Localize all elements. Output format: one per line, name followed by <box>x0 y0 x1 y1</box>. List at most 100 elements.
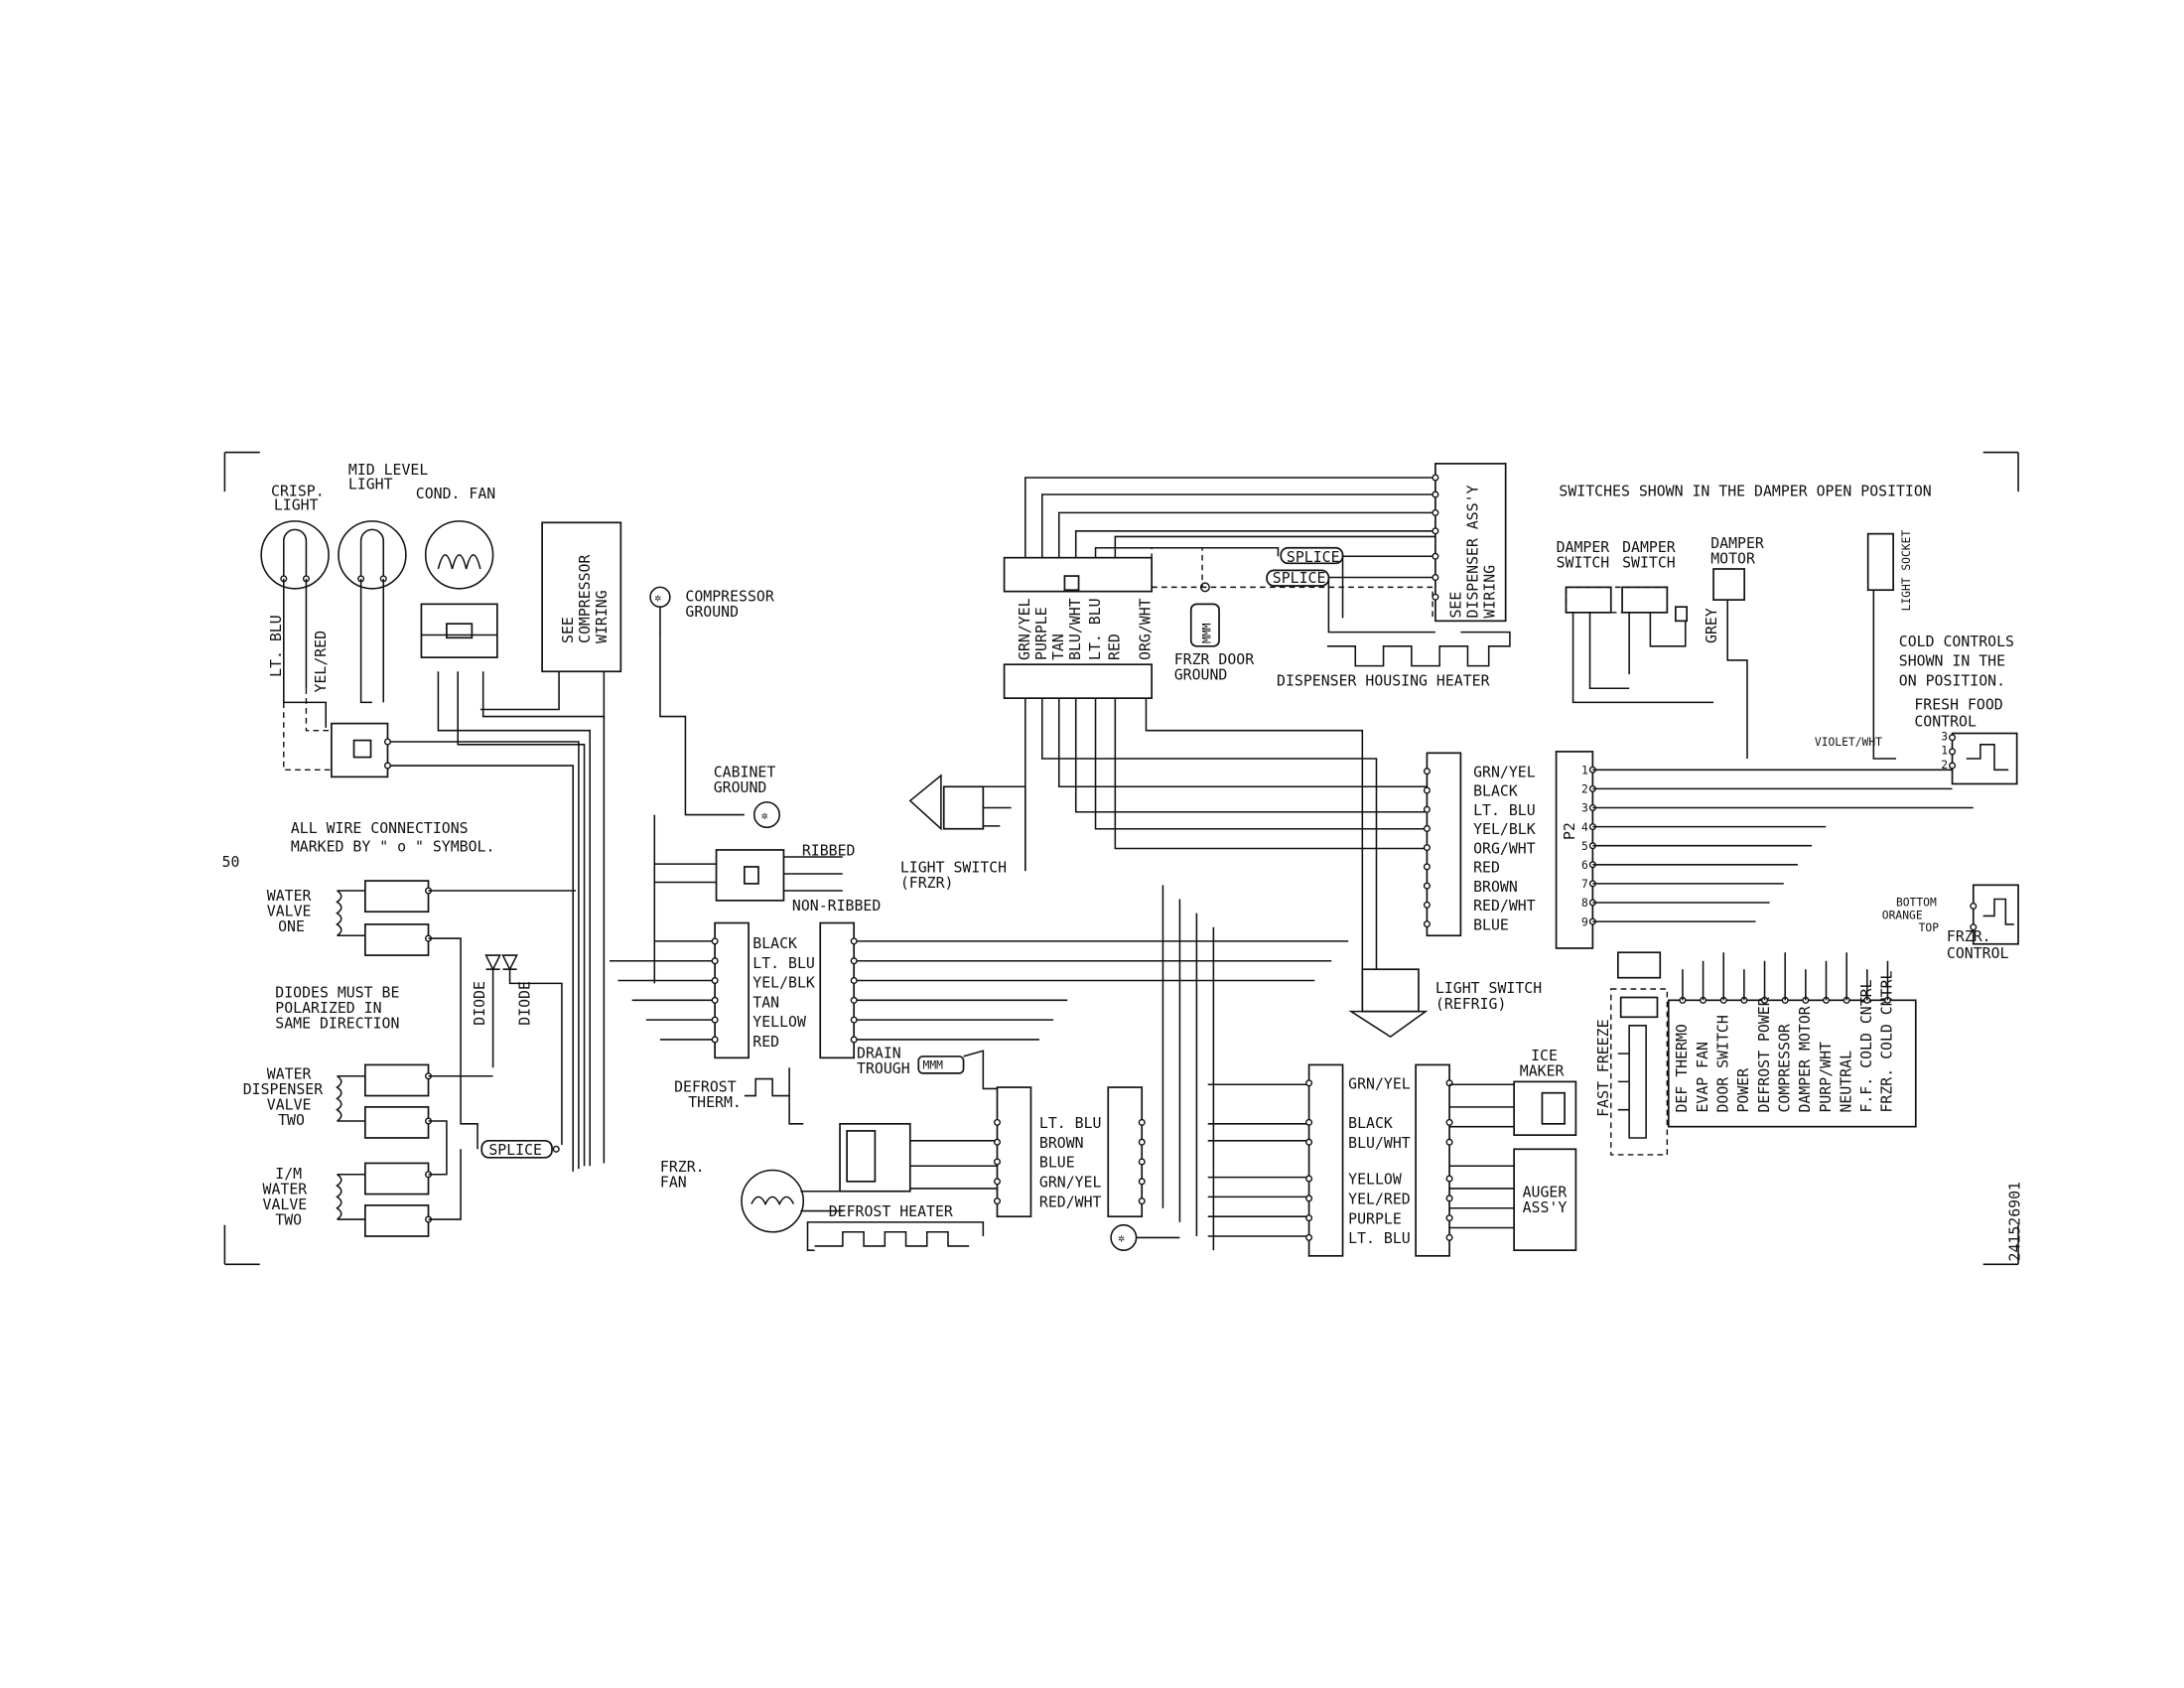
bottom-label: BOTTOM <box>1896 897 1937 910</box>
light-switch-frzr-label-2: (FRZR) <box>900 874 954 892</box>
fresh-food-control-label: FRESH FOOD <box>1914 695 2002 713</box>
top-label: TOP <box>1919 921 1940 934</box>
lower-harness-wire-label: BLU/WHT <box>1348 1134 1411 1152</box>
connection-dot <box>993 1118 1002 1126</box>
connection-dot <box>993 1138 1002 1146</box>
right-harness-wire-label: LT. BLU <box>1473 801 1536 819</box>
control-terminal-label: DEFROST POWER <box>1755 997 1773 1112</box>
drain-trough: MMM <box>917 1050 998 1090</box>
lower-harness-connector <box>1161 885 1450 1257</box>
fan-harness-wire-label: BLUE <box>1039 1154 1075 1172</box>
mid-level-light <box>338 520 407 590</box>
pin-wires <box>1592 769 1974 922</box>
drain-trough-label-2: TROUGH <box>857 1059 910 1077</box>
right-harness-wire-label: BLUE <box>1473 915 1509 933</box>
control-terminal-label: DOOR SWITCH <box>1713 1015 1731 1112</box>
water-dispenser-valve-label-2: DISPENSER <box>243 1080 323 1098</box>
connection-dot <box>850 957 858 965</box>
fan-harness-wire-label: RED/WHT <box>1039 1193 1102 1210</box>
connection-dot <box>1423 863 1431 871</box>
connection-dot <box>1305 1233 1313 1241</box>
upper-connector-wire-label: BLU/WHT <box>1066 598 1084 660</box>
fresh-food-control-label-2: CONTROL <box>1914 712 1977 730</box>
upper-connector-wire-label: ORG/WHT <box>1137 598 1155 660</box>
defrost-therm <box>744 1067 804 1125</box>
frzr-control-label-2: CONTROL <box>1947 944 2009 962</box>
upper-connector-wire-label: GRN/YEL <box>1016 598 1033 660</box>
connection-dot <box>1445 1175 1453 1183</box>
p2-pin-number: 5 <box>1581 840 1588 853</box>
frzr-control-label: FRZR. <box>1947 927 1991 945</box>
see-compressor-label: SEE <box>559 617 577 643</box>
upper-connector <box>1003 477 1435 984</box>
left-harness-wire-label: RED <box>752 1033 779 1051</box>
right-harness-wire-label: RED/WHT <box>1473 897 1536 914</box>
connection-dot <box>1138 1158 1146 1166</box>
cabinet-ground-label: CABINET <box>714 763 776 780</box>
cabinet-ground: ✲ <box>752 801 780 829</box>
defrost-therm-label: DEFROST <box>674 1077 737 1095</box>
ice-maker-label: ICE <box>1531 1047 1558 1064</box>
note-wire-connections-2: MARKED BY " o " SYMBOL. <box>291 837 495 855</box>
p2-pin-number: 9 <box>1581 915 1588 928</box>
control-terminal-label: PURP/WHT <box>1817 1042 1835 1113</box>
connection-dot <box>1445 1214 1453 1222</box>
upper-connector-wire-label: TAN <box>1049 633 1067 660</box>
p2-pin-number: 1 <box>1581 765 1588 777</box>
fan-harness-wire-label: LT. BLU <box>1039 1114 1102 1132</box>
see-dispenser-label-2: DISPENSER ASS'Y <box>1463 485 1481 618</box>
upper-connector-wire-label: PURPLE <box>1032 607 1050 660</box>
p2-pin-number: 2 <box>1581 783 1588 796</box>
control-terminal-block <box>1667 999 1917 1128</box>
svg-text:✲: ✲ <box>654 592 661 605</box>
lower-harness-wire-label: LT. BLU <box>1348 1229 1411 1247</box>
im-water-valve-label-3: VALVE <box>263 1196 308 1213</box>
note-cold-controls-3: ON POSITION. <box>1899 671 2005 689</box>
water-valve-one-label-2: VALVE <box>267 902 312 919</box>
ribbed-connector <box>653 814 843 984</box>
control-terminal-label: NEUTRAL <box>1837 1051 1854 1113</box>
lower-harness-wire-label: BLACK <box>1348 1114 1393 1132</box>
frzr-door-ground: MMM <box>1151 547 1433 647</box>
connection-dot <box>1423 805 1431 813</box>
see-compressor-label-2: COMPRESSOR <box>576 555 594 643</box>
control-terminal-label: COMPRESSOR <box>1775 1024 1793 1112</box>
auger-label: AUGER <box>1523 1183 1568 1200</box>
connection-dot <box>1423 824 1431 832</box>
ice-maker-label-2: MAKER <box>1520 1062 1565 1080</box>
mid-level-light-label: MID LEVEL <box>348 461 428 479</box>
water-valve-one-label: WATER <box>267 887 312 905</box>
bottom-ground: ✲ <box>1110 1223 1180 1251</box>
crisper-light-label-2: LIGHT <box>274 496 319 514</box>
condenser-fan-label: COND. FAN <box>416 485 495 502</box>
drawing-number: 241526901 <box>2005 1182 2023 1261</box>
connection-dot <box>711 996 719 1004</box>
terminal-3-label: 3 <box>1941 731 1948 744</box>
water-valve-one <box>336 880 433 956</box>
frzr-door-ground-label-2: GROUND <box>1174 666 1228 684</box>
note-cold-controls-2: SHOWN IN THE <box>1899 652 2005 670</box>
connection-dot <box>1445 1138 1453 1146</box>
fast-freeze-label: FAST FREEZE <box>1594 1019 1612 1116</box>
connection-dot <box>850 996 858 1004</box>
damper-motor-label: DAMPER <box>1710 534 1764 552</box>
connection-dot <box>1305 1138 1313 1146</box>
right-harness-connector <box>1426 752 1462 937</box>
crisper-light <box>260 520 330 590</box>
fan-harness-wire-label: GRN/YEL <box>1039 1173 1102 1191</box>
see-compressor-box <box>541 521 622 673</box>
connection-dot <box>1138 1138 1146 1146</box>
damper-switch-2-label-2: SWITCH <box>1622 554 1676 572</box>
light-switch-refrig-label-2: (REFRIG) <box>1435 995 1507 1013</box>
connection-dot <box>711 937 719 945</box>
water-dispenser-valve-label: WATER <box>267 1065 312 1083</box>
water-dispenser-valve-two <box>336 1063 433 1139</box>
left-harness-wire-label: YELLOW <box>752 1013 806 1031</box>
note-wire-connections: ALL WIRE CONNECTIONS <box>291 819 469 837</box>
water-valve-one-label-3: ONE <box>278 917 305 935</box>
